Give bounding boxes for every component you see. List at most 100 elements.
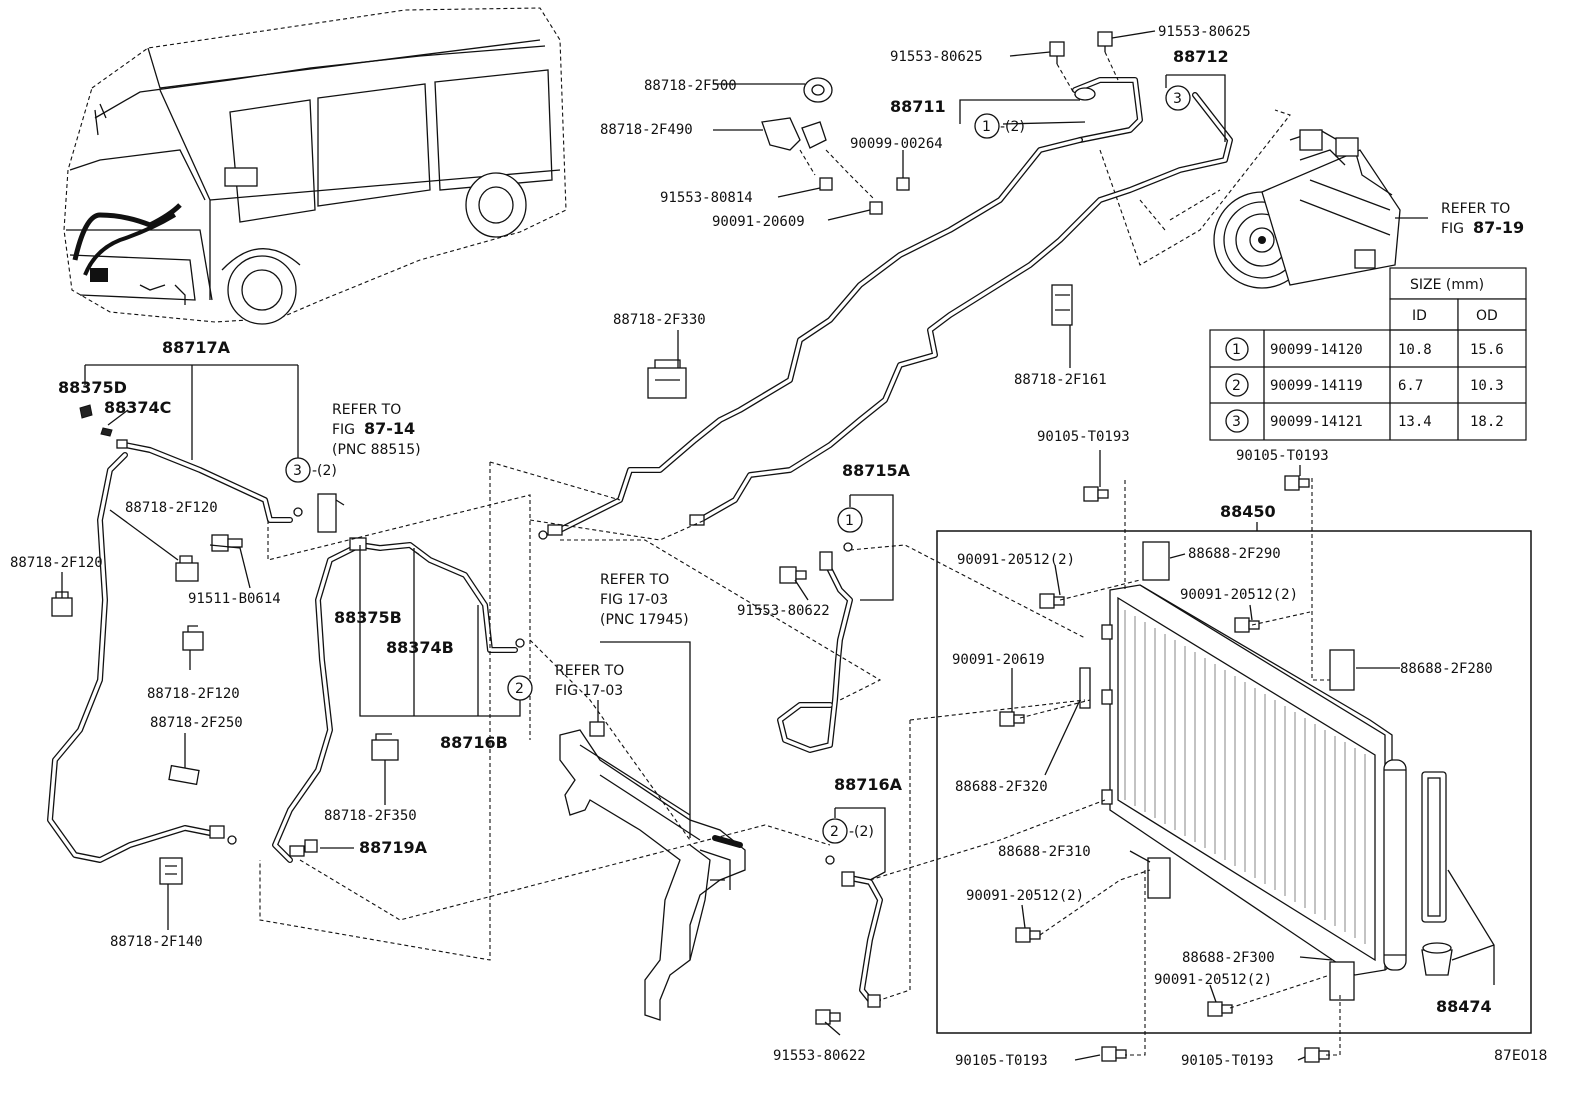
label-90091-20619: 90091-20619: [952, 652, 1045, 668]
size-row-1-mark: 1: [1232, 342, 1241, 358]
label-88716A: 88716A: [834, 775, 903, 794]
callout-3-88717A: 3: [293, 463, 302, 479]
ref-87-14-line1: REFER TO: [332, 402, 401, 418]
label-88719A: 88719A: [359, 838, 428, 857]
label-88716B: 88716B: [440, 733, 508, 752]
size-table-col-od: OD: [1476, 308, 1498, 324]
label-91553-80625-a: 91553-80625: [890, 49, 983, 65]
size-row-1-part: 90099-14120: [1270, 342, 1363, 358]
callout-3-88717A-qty: -(2): [312, 463, 337, 479]
label-88718-2F350: 88718-2F350: [324, 808, 417, 824]
size-row-2-part: 90099-14119: [1270, 378, 1363, 394]
callout-1-88711: 1: [982, 119, 991, 135]
label-88718-2F330: 88718-2F330: [613, 312, 706, 328]
dashed-leaders: [259, 199, 1341, 1056]
pipe-88715A: [777, 557, 853, 753]
label-88450: 88450: [1220, 502, 1276, 521]
label-88715A: 88715A: [842, 461, 911, 480]
label-88688-2F290: 88688-2F290: [1188, 546, 1281, 562]
label-90105-T0193-c: 90105-T0193: [955, 1053, 1048, 1069]
label-90091-20512-c: 90091-20512(2): [966, 888, 1084, 904]
ref-87-19-num: 87-19: [1473, 218, 1524, 237]
label-90091-20512-b: 90091-20512(2): [1180, 587, 1298, 603]
pipe-discharge-88711: [557, 77, 1143, 533]
refer-notes: REFER TO FIG 87-14 (PNC 88515) REFER TO …: [332, 201, 1524, 699]
label-88718-2F250: 88718-2F250: [150, 715, 243, 731]
label-91553-80622-b: 91553-80622: [773, 1048, 866, 1064]
size-row-1-id: 10.8: [1398, 342, 1432, 358]
o-ring-size-table: SIZE (mm) ID OD 1 90099-14120 10.8 15.6 …: [1209, 267, 1527, 441]
label-88375B: 88375B: [334, 608, 402, 627]
callout-2-88716A-qty: -(2): [849, 824, 874, 840]
pipe-88716B: [272, 542, 518, 863]
label-88712: 88712: [1173, 47, 1229, 66]
label-88718-2F120-a: 88718-2F120: [125, 500, 218, 516]
size-row-3-id: 13.4: [1398, 414, 1432, 430]
label-88374B: 88374B: [386, 638, 454, 657]
label-91553-80814: 91553-80814: [660, 190, 753, 206]
ref-87-14-pnc: (PNC 88515): [332, 442, 421, 458]
label-88718-2F161: 88718-2F161: [1014, 372, 1107, 388]
part-labels: 88717A 88375D 88374C 88718-2F120 88718-2…: [10, 24, 1547, 1069]
label-90105-T0193-a: 90105-T0193: [1037, 429, 1130, 445]
callout-1-88715A: 1: [845, 513, 854, 529]
ref-17-03-line1: REFER TO: [555, 663, 624, 679]
ref-87-14-num: 87-14: [364, 419, 415, 438]
label-88718-2F120-b: 88718-2F120: [10, 555, 103, 571]
callout-2-88716B: 2: [515, 681, 524, 697]
size-row-2-mark: 2: [1232, 378, 1241, 394]
callout-circles: 1 -(2) 3 3 -(2) 2 1 2 -(2): [285, 85, 1191, 844]
label-88474: 88474: [1436, 997, 1492, 1016]
condenser-88450: [1101, 584, 1407, 976]
ref-17-03-line2: FIG 17-03: [555, 683, 623, 699]
size-table-title: SIZE (mm): [1410, 277, 1484, 293]
size-table-col-id: ID: [1412, 308, 1427, 324]
ref-87-14-fig: FIG: [332, 422, 355, 438]
leader-lines: [61, 30, 1495, 1061]
size-row-3-part: 90099-14121: [1270, 414, 1363, 430]
size-row-2-id: 6.7: [1398, 378, 1423, 394]
bracket-illustration: [559, 721, 746, 1021]
label-90091-20512-a: 90091-20512(2): [957, 552, 1075, 568]
ac-compressor-illustration: [1099, 109, 1428, 289]
label-90099-00264: 90099-00264: [850, 136, 943, 152]
size-row-3-mark: 3: [1232, 414, 1241, 430]
label-90105-T0193-d: 90105-T0193: [1181, 1053, 1274, 1069]
label-88688-2F310: 88688-2F310: [998, 844, 1091, 860]
desiccant-88474: [1421, 771, 1453, 976]
pipe-suction-88712: [697, 92, 1233, 523]
condenser-group-box-88450: [936, 530, 1532, 1034]
label-91511-B0614: 91511-B0614: [188, 591, 281, 607]
small-parts: [51, 31, 1355, 1063]
label-90091-20512-d: 90091-20512(2): [1154, 972, 1272, 988]
ref-87-19-fig: FIG: [1441, 221, 1464, 237]
label-88375D: 88375D: [58, 378, 127, 397]
label-88718-2F140: 88718-2F140: [110, 934, 203, 950]
pipe-88716A: [847, 875, 883, 1003]
size-row-2-od: 10.3: [1470, 378, 1504, 394]
label-91553-80625-b: 91553-80625: [1158, 24, 1251, 40]
label-90091-20609: 90091-20609: [712, 214, 805, 230]
callout-2-88716A: 2: [830, 824, 839, 840]
label-88718-2F120-c: 88718-2F120: [147, 686, 240, 702]
ref-87-19-line1: REFER TO: [1441, 201, 1510, 217]
label-88688-2F300: 88688-2F300: [1182, 950, 1275, 966]
label-88718-2F490: 88718-2F490: [600, 122, 693, 138]
figure-code: 87E018: [1494, 1048, 1547, 1064]
label-88717A: 88717A: [162, 338, 231, 357]
callout-1-88711-qty: -(2): [1000, 119, 1025, 135]
label-88688-2F320: 88688-2F320: [955, 779, 1048, 795]
pipe-88717A: [47, 442, 293, 863]
callout-3-88712: 3: [1173, 91, 1182, 107]
refrigerant-pipes: [47, 77, 1233, 1003]
label-88718-2F500: 88718-2F500: [644, 78, 737, 94]
ref-17-03-pnc-line1: REFER TO: [600, 572, 669, 588]
van-illustration: [63, 7, 567, 325]
label-88711: 88711: [890, 97, 946, 116]
label-88374C: 88374C: [104, 398, 171, 417]
label-91553-80622-a: 91553-80622: [737, 603, 830, 619]
label-90105-T0193-b: 90105-T0193: [1236, 448, 1329, 464]
ref-17-03-pnc-line3: (PNC 17945): [600, 612, 689, 628]
size-row-1-od: 15.6: [1470, 342, 1504, 358]
